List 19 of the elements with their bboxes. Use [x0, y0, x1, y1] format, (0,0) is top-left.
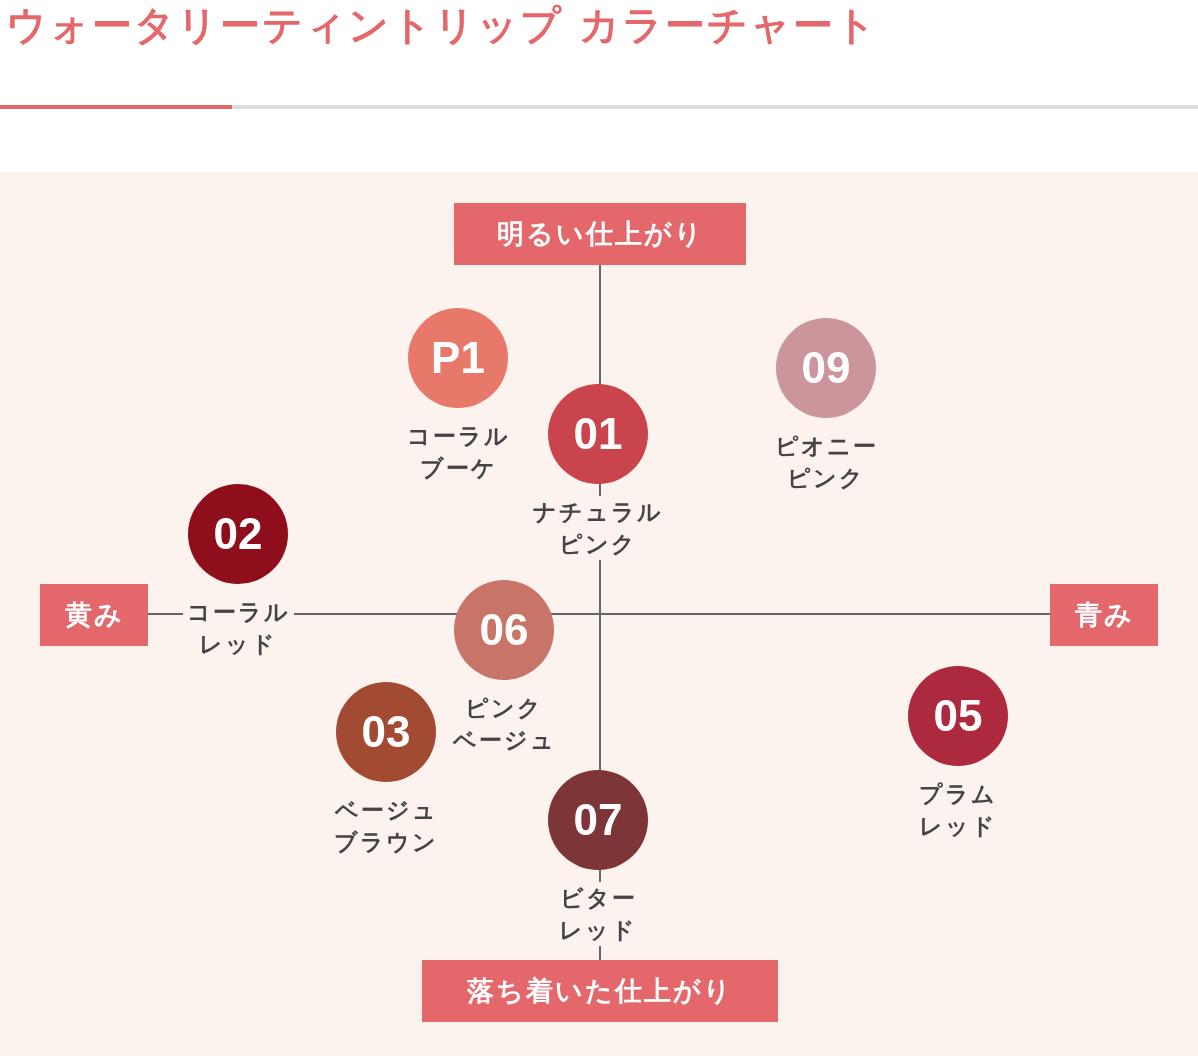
- axis-label: 黄み: [64, 598, 124, 632]
- shade-number: 03: [361, 707, 411, 757]
- chart-title: ウォータリーティントリップ カラーチャート: [6, 1, 878, 50]
- axis-label-box: [422, 960, 778, 1022]
- shade-number: P1: [431, 333, 485, 383]
- shade-number: 05: [933, 691, 983, 741]
- shade-number: 07: [573, 795, 623, 845]
- shade-number: 01: [573, 409, 623, 459]
- axis-label-box: [454, 203, 746, 265]
- shade-number: 02: [213, 509, 263, 559]
- shade-number: 09: [801, 343, 851, 393]
- shade-name: ビターレッド: [508, 882, 688, 946]
- axis-label: 青み: [1074, 598, 1134, 632]
- axis-label: 明るい仕上がり: [496, 217, 704, 251]
- axis-label: 落ち着いた仕上がり: [467, 974, 733, 1008]
- shade-number: 06: [479, 605, 529, 655]
- axis-label-box: [40, 584, 148, 646]
- axis-label-box: [1050, 584, 1158, 646]
- shade-name: プラムレッド: [868, 778, 1048, 842]
